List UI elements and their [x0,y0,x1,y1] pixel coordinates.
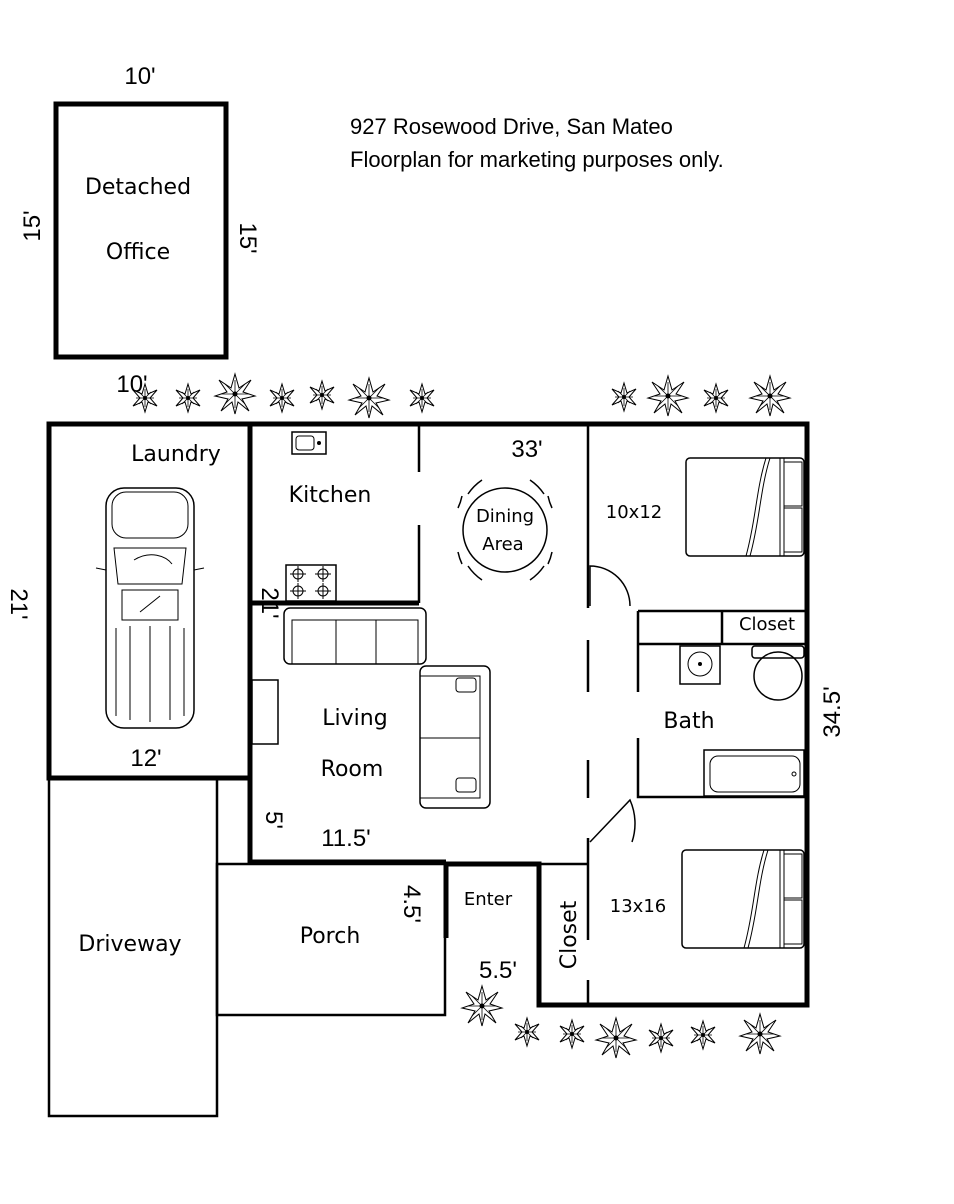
laundry-label: Laundry [131,442,221,467]
plant-icon [611,382,637,412]
dining-label-line2: Area [482,534,523,555]
porch-label: Porch [300,924,361,949]
dim-office-right: 15' [234,222,261,253]
plant-icon [348,377,390,419]
closet-top-label: Closet [739,614,795,635]
plant-icon [214,373,256,415]
plant-icon [739,1013,781,1055]
bedroom2-door [589,798,636,843]
living-label-line1: Living [322,706,387,731]
plant-icon [595,1017,637,1059]
dim-garage-width: 12' [130,745,161,772]
bedroom1-label: 10x12 [606,502,662,523]
dining-table-icon [457,479,553,581]
detached-office [53,101,229,360]
garage [46,421,253,781]
office-label-line2: Office [106,240,170,265]
bedroom2-label: 13x16 [610,896,666,917]
dining-label-line1: Dining [476,506,534,527]
dim-living-width: 11.5' [321,825,371,852]
stove-icon [285,564,337,602]
plant-icon [648,1023,674,1053]
couch-icon [419,665,491,809]
plant-icon [269,383,295,413]
plant-icon [690,1020,716,1050]
dim-porch-depth: 4.5' [398,885,425,923]
plant-icon [703,383,729,413]
closet-bottom-label: Closet [557,900,582,969]
driveway [47,778,219,1118]
closet-walls [638,611,807,646]
address-text: 927 Rosewood Drive, San Mateo [350,114,673,139]
dim-office-left: 15' [19,210,46,241]
plant-icon [514,1017,540,1047]
kitchen-label: Kitchen [289,483,372,508]
sink-icon [291,431,327,455]
living-label-line2: Room [321,757,384,782]
bathtub-icon [703,749,805,797]
plant-icon [409,383,435,413]
bedroom1-door [589,565,631,607]
plant-icon [749,375,791,417]
dim-overall-depth: 34.5' [819,686,846,737]
bath-label: Bath [663,709,714,734]
toilet-icon [751,645,805,701]
bathroom-sink-icon [679,645,721,685]
plant-icon [647,375,689,417]
plant-icon [559,1019,585,1049]
bed-icon [681,849,805,949]
dim-kitchen-height: 21' [256,587,283,618]
tv-icon [251,679,279,745]
dim-entry-width: 5.5' [479,957,517,984]
dim-overall-width: 33' [511,436,542,463]
dim-living-offset: 5' [260,811,287,829]
dim-office-top: 10' [124,63,155,90]
sofa-icon [283,607,427,665]
plant-icon [175,383,201,413]
car-icon [95,487,205,729]
plant-icon [309,380,335,410]
enter-label: Enter [464,889,513,910]
disclaimer-text: Floorplan for marketing purposes only. [350,147,724,172]
plant-icon [461,985,503,1027]
office-label-line1: Detached [85,175,191,200]
bed-icon [685,457,805,557]
driveway-label: Driveway [78,932,181,957]
dim-garage-height: 21' [5,588,32,619]
